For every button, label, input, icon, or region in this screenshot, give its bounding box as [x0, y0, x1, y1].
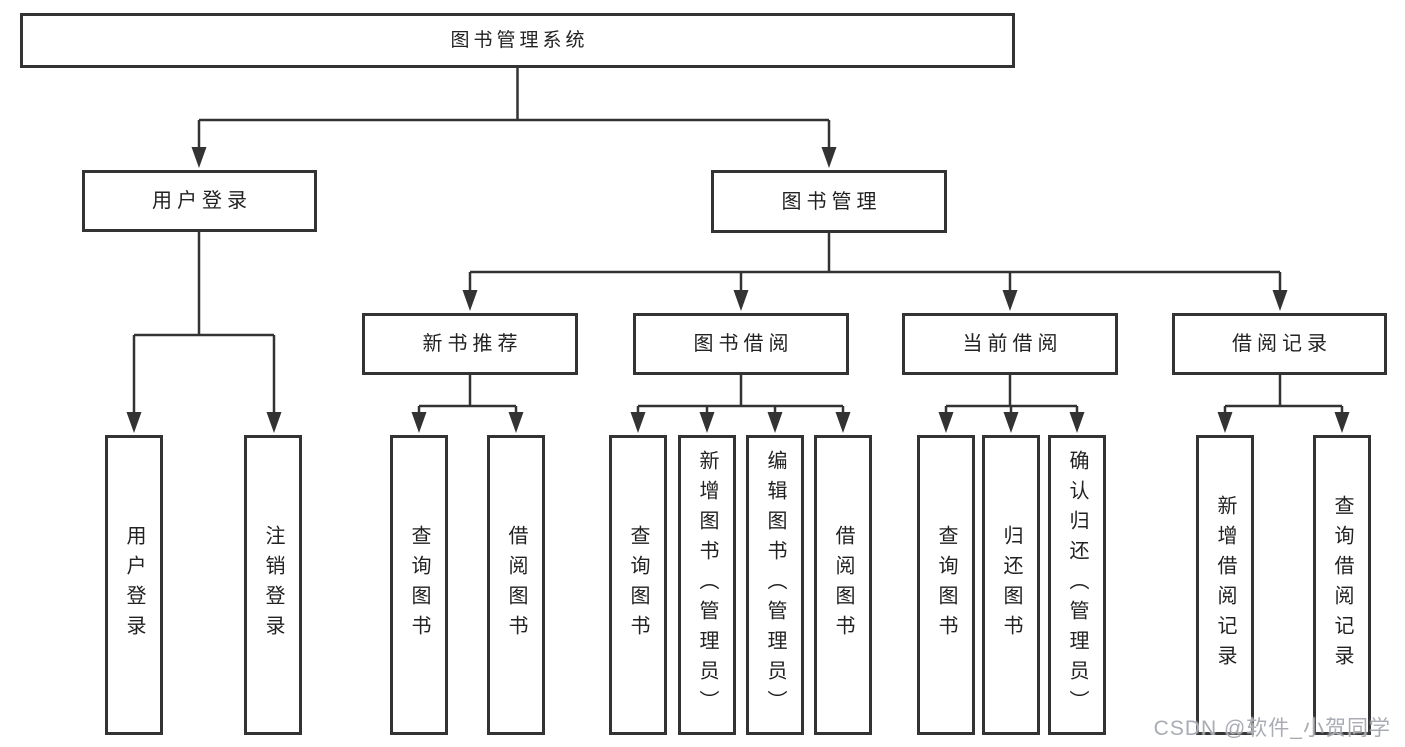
node-label: 当前借阅	[962, 333, 1063, 355]
node-current-borrow: 当前借阅	[902, 313, 1118, 375]
leaf-label: 编辑图书（管理员）	[764, 450, 786, 720]
leaf-label: 用户登录	[123, 525, 145, 645]
arrow-icon	[191, 147, 207, 168]
edge-currentborrow-to-leaves	[944, 375, 1079, 415]
leaf-label: 注销登录	[262, 525, 284, 645]
leaf-edit-books-admin: 编辑图书（管理员）	[746, 435, 804, 735]
edge-root-to-level2	[197, 68, 831, 150]
leaf-label: 新增图书（管理员）	[696, 450, 718, 720]
arrow-icon	[1069, 412, 1085, 433]
node-root-system: 图书管理系统	[20, 13, 1015, 68]
node-borrow-records: 借阅记录	[1172, 313, 1387, 375]
leaf-return-books: 归还图书	[982, 435, 1040, 735]
node-new-book-recommend: 新书推荐	[362, 313, 578, 375]
leaf-query-books-recommend: 查询图书	[390, 435, 448, 735]
arrow-icon	[835, 412, 851, 433]
leaf-logout: 注销登录	[244, 435, 302, 735]
leaf-label: 借阅图书	[832, 525, 854, 645]
arrow-icon	[126, 412, 142, 433]
leaf-query-borrow-record: 查询借阅记录	[1313, 435, 1371, 735]
arrow-icon	[733, 290, 749, 311]
leaf-label: 新增借阅记录	[1214, 495, 1236, 675]
leaf-label: 归还图书	[1000, 525, 1022, 645]
arrow-icon	[630, 412, 646, 433]
leaf-add-borrow-record: 新增借阅记录	[1196, 435, 1254, 735]
node-label: 新书推荐	[422, 333, 523, 355]
leaf-label: 查询图书	[627, 525, 649, 645]
edge-userlogin-to-leaves	[132, 232, 276, 415]
arrowheads	[126, 147, 1350, 433]
leaf-user-login: 用户登录	[105, 435, 163, 735]
node-label: 图书借阅	[693, 333, 794, 355]
arrow-icon	[1334, 412, 1350, 433]
leaf-label: 查询图书	[935, 525, 957, 645]
leaf-label: 借阅图书	[505, 525, 527, 645]
arrow-icon	[938, 412, 954, 433]
arrow-icon	[508, 412, 524, 433]
arrow-icon	[767, 412, 783, 433]
edge-bookmgmt-to-level3	[468, 233, 1282, 293]
arrow-icon	[462, 290, 478, 311]
leaf-borrow-books: 借阅图书	[814, 435, 872, 735]
leaf-add-books-admin: 新增图书（管理员）	[678, 435, 736, 735]
arrow-icon	[821, 147, 837, 168]
arrow-icon	[411, 412, 427, 433]
arrow-icon	[1272, 290, 1288, 311]
leaf-label: 查询图书	[408, 525, 430, 645]
arrow-icon	[266, 412, 282, 433]
edge-records-to-leaves	[1223, 375, 1344, 415]
node-book-borrow: 图书借阅	[633, 313, 849, 375]
node-label: 用户登录	[152, 190, 252, 212]
edge-newbook-to-leaves	[417, 375, 518, 415]
node-book-management: 图书管理	[711, 170, 947, 233]
node-user-login: 用户登录	[82, 170, 317, 232]
leaf-label: 确认归还（管理员）	[1066, 450, 1088, 720]
csdn-watermark: CSDN @软件_小贺同学	[1153, 717, 1391, 740]
arrow-icon	[699, 412, 715, 433]
leaf-borrow-books-recommend: 借阅图书	[487, 435, 545, 735]
edge-bookborrow-to-leaves	[636, 375, 845, 415]
arrow-icon	[1002, 290, 1018, 311]
leaf-query-books-borrow: 查询图书	[609, 435, 667, 735]
arrow-icon	[1217, 412, 1233, 433]
node-label: 图书管理系统	[450, 30, 589, 51]
node-label: 借阅记录	[1232, 333, 1332, 355]
leaf-query-books-current: 查询图书	[917, 435, 975, 735]
arrow-icon	[1003, 412, 1019, 433]
leaf-confirm-return-admin: 确认归还（管理员）	[1048, 435, 1106, 735]
leaf-label: 查询借阅记录	[1331, 495, 1353, 675]
node-label: 图书管理	[781, 190, 882, 213]
